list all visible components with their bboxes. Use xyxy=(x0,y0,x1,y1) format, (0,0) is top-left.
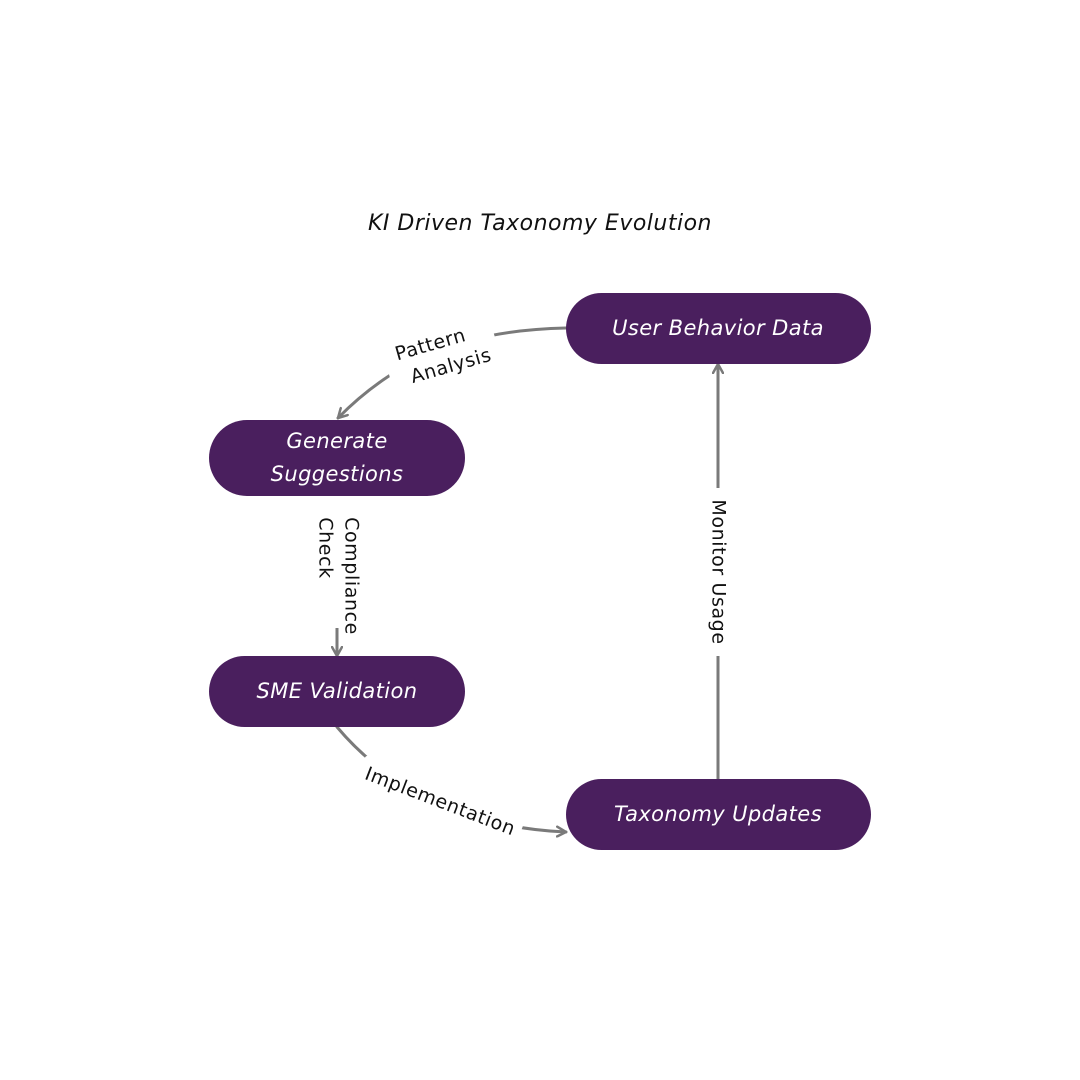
edge-label-compliance-check: Compliance Check xyxy=(311,496,367,635)
node-sme-validation[interactable]: SME Validation xyxy=(209,656,465,727)
node-taxonomy-label: Taxonomy Updates xyxy=(614,802,822,826)
edge-label-implementation: Implementation xyxy=(355,755,526,847)
node-user-behavior-label: User Behavior Data xyxy=(612,316,824,340)
node-taxonomy-updates[interactable]: Taxonomy Updates xyxy=(566,779,871,850)
node-generate-label-line1: Generate xyxy=(286,429,387,453)
edge-label-compliance-line1: Compliance xyxy=(341,517,363,635)
edge-label-implementation-text: Implementation xyxy=(362,763,519,841)
node-sme-label: SME Validation xyxy=(257,679,418,703)
node-generate-label-line2: Suggestions xyxy=(271,462,404,486)
edge-label-monitor-text: Monitor Usage xyxy=(708,499,730,644)
node-generate-suggestions[interactable]: Generate Suggestions xyxy=(209,420,465,496)
diagram-title: KI Driven Taxonomy Evolution xyxy=(368,211,712,236)
edge-label-monitor-usage: Monitor Usage xyxy=(702,488,734,656)
edge-label-pattern-analysis: Pattern Analysis xyxy=(379,306,502,394)
edge-label-compliance-line2: Check xyxy=(315,517,337,578)
node-user-behavior-data[interactable]: User Behavior Data xyxy=(566,293,871,364)
